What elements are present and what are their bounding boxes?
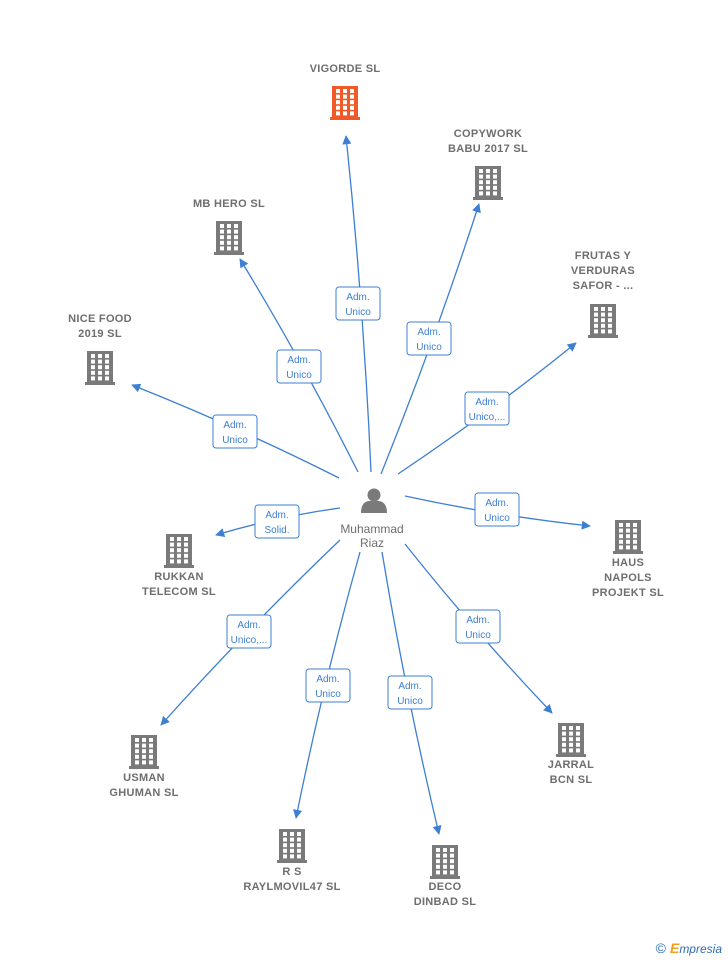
brand-logo: Empresia <box>669 940 722 956</box>
role-text: Adm. <box>316 674 339 685</box>
role-text: Unico,... <box>231 635 268 646</box>
building-icon-jarral[interactable] <box>556 723 586 757</box>
person-name[interactable]: Muhammad <box>340 522 403 536</box>
company-label-usman[interactable]: USMAN <box>123 772 165 784</box>
building-icon-deco[interactable] <box>430 845 460 879</box>
role-label-rs[interactable]: Adm. Unico <box>305 668 351 703</box>
role-text: Solid. <box>264 525 289 536</box>
company-label-rs[interactable]: RAYLMOVIL47 SL <box>243 881 340 893</box>
company-label-usman[interactable]: GHUMAN SL <box>109 787 178 799</box>
role-text: Unico <box>484 513 510 524</box>
company-label-jarral[interactable]: JARRAL <box>548 759 594 771</box>
role-label-haus[interactable]: Adm. Unico <box>474 492 520 527</box>
company-label-frutas[interactable]: FRUTAS Y <box>575 250 632 262</box>
role-text: Adm. <box>466 615 489 626</box>
company-label-nicefood[interactable]: 2019 SL <box>78 328 122 340</box>
building-icon-usman[interactable] <box>129 735 159 769</box>
company-label-jarral[interactable]: BCN SL <box>550 774 593 786</box>
nodes-layer: VIGORDE SL COPYWORK BABU 2017 SL FRUTAS Y VE… <box>68 63 664 908</box>
footer-brand: © Empresia <box>656 940 722 956</box>
role-label-copywork[interactable]: Adm. Unico <box>406 321 452 356</box>
building-icon-vigorde[interactable] <box>330 86 360 120</box>
role-text: Unico <box>465 630 491 641</box>
role-label-vigorde[interactable]: Adm. Unico <box>335 286 381 321</box>
company-label-rukkan[interactable]: RUKKAN <box>154 571 203 583</box>
company-label-copywork[interactable]: COPYWORK <box>454 128 522 140</box>
role-text: Unico <box>416 342 442 353</box>
building-icon-haus[interactable] <box>613 520 643 554</box>
company-label-haus[interactable]: PROJEKT SL <box>592 587 664 599</box>
role-text: Unico <box>222 435 248 446</box>
edges-layer: Adm.UnicoAdm.UnicoAdm.Unico,...Adm.Unico… <box>131 135 591 835</box>
company-label-rs[interactable]: R S <box>282 866 301 878</box>
role-text: Unico,... <box>469 412 506 423</box>
role-text: Adm. <box>223 420 246 431</box>
role-label-frutas[interactable]: Adm. Unico,... <box>464 391 510 426</box>
role-text: Unico <box>315 689 341 700</box>
building-icon-mbhero[interactable] <box>214 221 244 255</box>
role-text: Adm. <box>265 510 288 521</box>
role-text: Adm. <box>485 498 508 509</box>
role-label-rukkan[interactable]: Adm. Solid. <box>254 504 300 539</box>
role-label-deco[interactable]: Adm. Unico <box>387 675 433 710</box>
company-label-mbhero[interactable]: MB HERO SL <box>193 198 265 210</box>
role-label-nicefood[interactable]: Adm. Unico <box>212 414 258 449</box>
company-label-frutas[interactable]: VERDURAS <box>571 265 635 277</box>
role-text: Adm. <box>237 620 260 631</box>
role-text: Unico <box>345 307 371 318</box>
building-icon-copywork[interactable] <box>473 166 503 200</box>
role-text: Adm. <box>475 397 498 408</box>
role-text: Unico <box>286 370 312 381</box>
company-label-frutas[interactable]: SAFOR - ... <box>573 280 634 292</box>
role-label-jarral[interactable]: Adm. Unico <box>455 609 501 644</box>
building-icon-frutas[interactable] <box>588 304 618 338</box>
copyright-symbol: © <box>655 940 666 956</box>
person-name[interactable]: Riaz <box>360 536 384 550</box>
building-icon-nicefood[interactable] <box>85 351 115 385</box>
company-label-vigorde[interactable]: VIGORDE SL <box>310 63 381 75</box>
company-label-rukkan[interactable]: TELECOM SL <box>142 586 216 598</box>
role-text: Adm. <box>346 292 369 303</box>
company-label-haus[interactable]: NAPOLS <box>604 572 652 584</box>
person-icon[interactable] <box>361 488 387 514</box>
role-text: Unico <box>397 696 423 707</box>
building-icon-rukkan[interactable] <box>164 534 194 568</box>
role-text: Adm. <box>417 327 440 338</box>
company-label-copywork[interactable]: BABU 2017 SL <box>448 143 528 155</box>
company-label-haus[interactable]: HAUS <box>612 557 644 569</box>
role-text: Adm. <box>398 681 421 692</box>
company-label-deco[interactable]: DINBAD SL <box>414 896 477 908</box>
role-label-usman[interactable]: Adm. Unico,... <box>226 614 272 649</box>
company-label-nicefood[interactable]: NICE FOOD <box>68 313 132 325</box>
role-text: Adm. <box>287 355 310 366</box>
role-label-mbhero[interactable]: Adm. Unico <box>276 349 322 384</box>
company-label-deco[interactable]: DECO <box>429 881 462 893</box>
building-icon-rs[interactable] <box>277 829 307 863</box>
